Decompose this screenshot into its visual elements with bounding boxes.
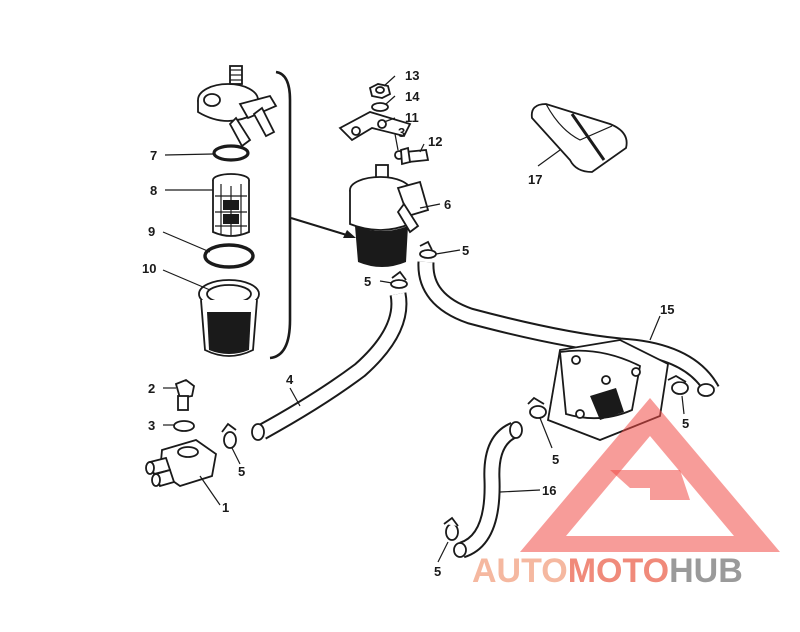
hose-clamp: [221, 422, 237, 449]
filter-body: [349, 164, 430, 267]
watermark-triangle: [520, 398, 780, 552]
callout-5: 5: [682, 416, 689, 431]
watermark: AUTOMOTOHUB: [472, 398, 780, 590]
callout-6: 6: [444, 197, 451, 212]
callout-16: 16: [542, 483, 556, 498]
callout-2: 2: [148, 381, 155, 396]
nut: [368, 83, 392, 99]
filter-exploded-assembly: [197, 65, 356, 360]
hose-clamp: [527, 396, 547, 419]
callout-9: 9: [148, 224, 155, 239]
callout-13: 13: [405, 68, 419, 83]
callout-4: 4: [286, 372, 294, 387]
bowl-gasket: [203, 243, 255, 269]
hose-15: [417, 261, 720, 397]
fitting-1: [145, 439, 217, 488]
callout-15: 15: [660, 302, 674, 317]
lock-washer: [371, 102, 389, 112]
callout-10: 10: [142, 261, 156, 276]
callout-numbers: 1 2 3 3 4 5 5 5 5 5 5 6 7 8 9 10 11 12 1…: [142, 68, 689, 579]
filter-element: [212, 173, 250, 237]
callout-3: 3: [148, 418, 155, 433]
filter-head: [197, 65, 278, 148]
callout-14: 14: [405, 89, 420, 104]
callout-5: 5: [552, 452, 559, 467]
hose-16: [453, 421, 523, 559]
leader-lines: [162, 75, 685, 563]
callout-11: 11: [405, 110, 419, 125]
bolt: [400, 146, 430, 166]
assembly-bracket: [269, 70, 292, 360]
o-ring-small: [212, 144, 250, 162]
hose-clamp: [667, 374, 689, 395]
callout-3: 3: [398, 125, 405, 140]
watermark-auto: AUTO: [472, 552, 568, 590]
callout-12: 12: [428, 134, 442, 149]
callout-5: 5: [434, 564, 441, 579]
hose-clamp: [390, 270, 408, 289]
hose-clamp: [443, 516, 459, 541]
hose-4: [251, 292, 408, 441]
fuel-line-sleeve: [530, 103, 628, 173]
callout-5: 5: [364, 274, 371, 289]
callout-17: 17: [528, 172, 542, 187]
bolt-2: [174, 378, 195, 411]
hose-clamp: [419, 240, 437, 259]
callout-7: 7: [150, 148, 157, 163]
watermark-text: AUTOMOTOHUB: [472, 552, 743, 590]
washer-3: [173, 420, 195, 432]
watermark-hub: HUB: [669, 552, 743, 590]
callout-8: 8: [150, 183, 157, 198]
filter-bowl: [198, 279, 260, 357]
callout-5: 5: [238, 464, 245, 479]
callout-1: 1: [222, 500, 229, 515]
watermark-moto: MOTO: [568, 552, 669, 590]
callout-5: 5: [462, 243, 469, 258]
